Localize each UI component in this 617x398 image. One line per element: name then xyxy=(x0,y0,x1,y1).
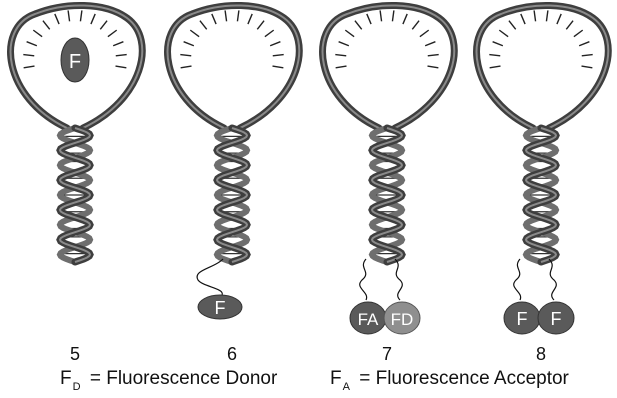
fluorophore-label: F xyxy=(69,51,81,73)
loop-base-tick xyxy=(425,42,435,46)
loop-base-tick xyxy=(113,42,123,46)
loop-base-tick xyxy=(200,21,207,30)
loop-base-tick xyxy=(108,30,117,37)
legend-donor-text: = Fluorescence Donor xyxy=(90,368,277,389)
loop-base-tick xyxy=(270,42,280,46)
loop-base-tick xyxy=(27,42,37,46)
acceptor-label: FA xyxy=(358,310,379,329)
loop-base-tick xyxy=(557,14,561,24)
legend-acceptor: FA = Fluorescence Acceptor xyxy=(330,368,569,394)
loop-base-tick xyxy=(100,21,107,30)
donor-label: FD xyxy=(391,310,414,329)
loop-base-tick xyxy=(493,42,503,46)
loop-base-tick xyxy=(355,21,362,30)
loop-base-tick xyxy=(509,21,516,30)
loop-base-tick xyxy=(380,10,381,21)
loop-base-tick xyxy=(420,30,429,37)
loop-base-tick xyxy=(80,10,81,21)
loop-base-tick xyxy=(574,30,583,37)
loop-base-tick xyxy=(68,10,69,21)
probe-number-5: 5 xyxy=(70,344,80,364)
loop-base-tick xyxy=(225,10,226,21)
loop-base-tick xyxy=(336,66,347,68)
loop-base-tick xyxy=(181,66,192,68)
loop-base-tick xyxy=(24,66,35,68)
fluorophore-in-loop: F xyxy=(61,38,89,82)
loop-base-tick xyxy=(582,55,593,56)
loop-base-tick xyxy=(237,10,238,21)
loop-base-tick xyxy=(55,14,59,24)
legend-donor: FD = Fluorescence Donor xyxy=(60,368,277,394)
loop-base-tick xyxy=(272,66,283,68)
loop-base-tick xyxy=(265,30,274,37)
loop-base-tick xyxy=(392,10,393,21)
loop-base-tick xyxy=(273,55,284,56)
loop-base-tick xyxy=(403,14,407,24)
tethered-fluorophore: F xyxy=(197,259,242,319)
loop-base-tick xyxy=(345,30,354,37)
loop-base-tick xyxy=(546,10,547,21)
loop-base-tick xyxy=(248,14,252,24)
loop-base-tick xyxy=(33,30,42,37)
loop-base-tick xyxy=(91,14,95,24)
loop-base-tick xyxy=(212,14,216,24)
probe-6-hairpin xyxy=(168,5,300,262)
loop-base-tick xyxy=(521,14,525,24)
legend-acceptor-symbol: F xyxy=(330,368,342,389)
loop-base-tick xyxy=(116,55,127,56)
loop-base-tick xyxy=(339,42,349,46)
loop-base-tick xyxy=(581,66,592,68)
probe-8-hairpin xyxy=(477,5,609,262)
loop-base-tick xyxy=(23,55,34,56)
loop-base-tick xyxy=(115,66,126,68)
loop-base-tick xyxy=(499,30,508,37)
loop-base-tick xyxy=(335,55,346,56)
probe-number-6: 6 xyxy=(227,344,237,364)
loop-base-tick xyxy=(489,55,500,56)
fluorophore-label-right: F xyxy=(551,309,562,329)
legend-donor-subscript: D xyxy=(73,381,81,393)
probe-7-hairpin xyxy=(323,5,455,262)
loop-base-tick xyxy=(184,42,194,46)
loop-base-tick xyxy=(412,21,419,30)
loop-base-tick xyxy=(534,10,535,21)
fret-fluorophore-pair: FA FD xyxy=(350,259,420,334)
legend-acceptor-subscript: A xyxy=(343,381,350,393)
loop-base-tick xyxy=(427,66,438,68)
legend-donor-symbol: F xyxy=(60,368,72,389)
loop-base-tick xyxy=(566,21,573,30)
loop-base-tick xyxy=(490,66,501,68)
loop-base-tick xyxy=(43,21,50,30)
probe-number-8: 8 xyxy=(536,344,546,364)
loop-base-tick xyxy=(190,30,199,37)
loop-base-tick xyxy=(579,42,589,46)
fluorophore-label-left: F xyxy=(517,309,528,329)
fluorophore-label: F xyxy=(215,298,226,318)
probe-number-7: 7 xyxy=(382,344,392,364)
fluorophore-pair: F F xyxy=(504,259,574,334)
loop-base-tick xyxy=(257,21,264,30)
legend-acceptor-text: = Fluorescence Acceptor xyxy=(359,368,569,389)
loop-base-tick xyxy=(180,55,191,56)
loop-base-tick xyxy=(428,55,439,56)
loop-base-tick xyxy=(367,14,371,24)
